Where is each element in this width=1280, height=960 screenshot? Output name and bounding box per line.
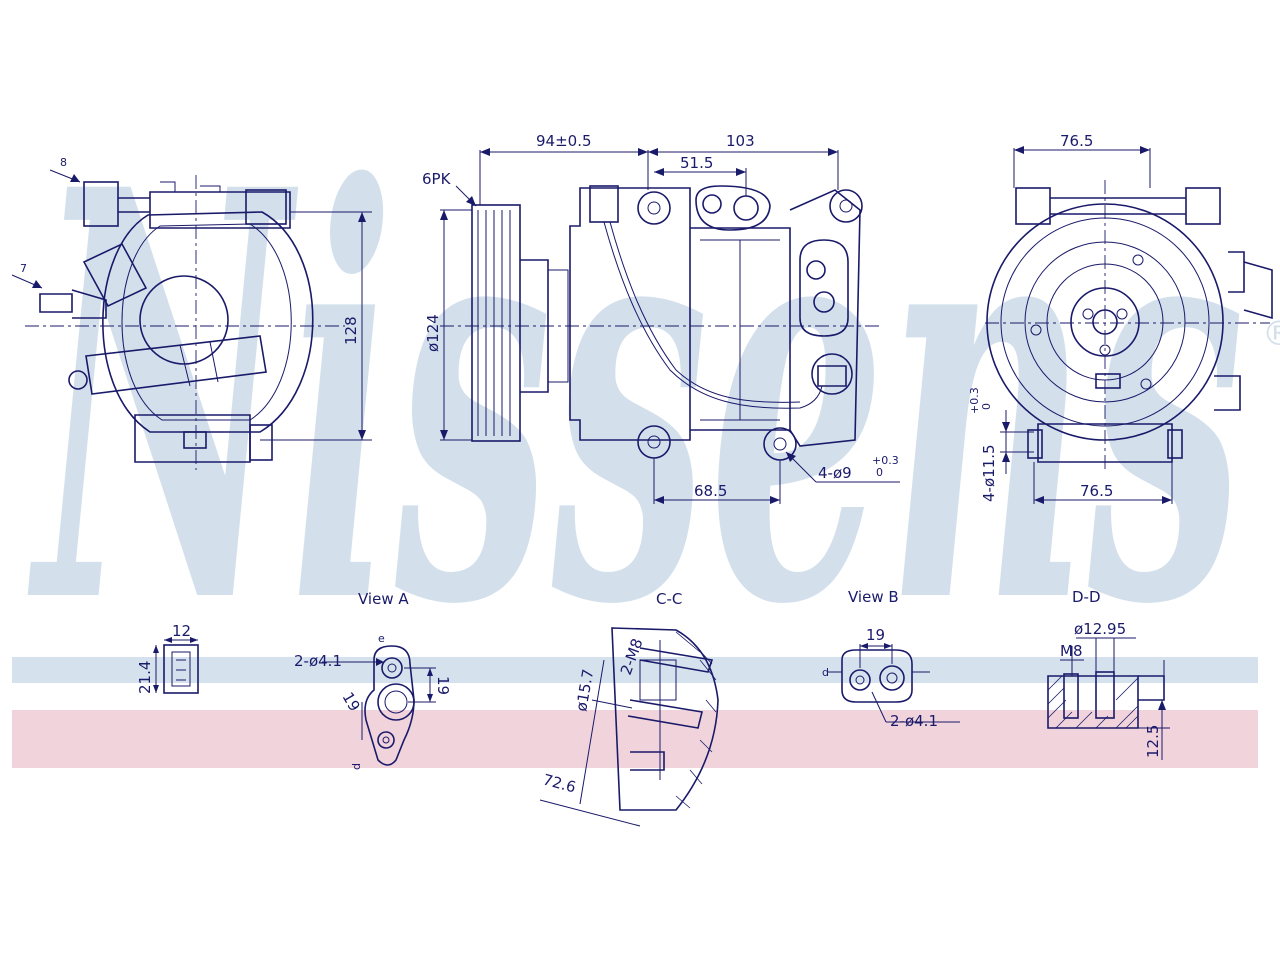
dim-dd-thread: M8: [1060, 642, 1083, 660]
rear-view: 76.5 76.5 4-ø11.5 +0.3 0: [968, 132, 1273, 504]
dim-dd-dia: ø12.95: [1074, 620, 1126, 638]
dim-rear-holes: 4-ø11.5: [980, 444, 998, 502]
dim-conn-height: 21.4: [136, 661, 154, 694]
dim-rear-tol-lo: 0: [980, 403, 993, 410]
dim-va-19a: 19: [434, 676, 452, 695]
section-c-detail: 2-M8 ø15.7 72.6: [539, 627, 719, 827]
dim-mount-tol-hi: +0.3: [872, 454, 899, 467]
dim-cc-thread: 2-M8: [617, 636, 647, 677]
section-d-title: D-D: [1072, 588, 1101, 606]
view-b-title: View B: [848, 588, 899, 606]
dim-va-holes: 2-ø4.1: [294, 652, 342, 670]
dim-conn-width: 12: [172, 622, 191, 640]
mark-8: 8: [60, 156, 67, 169]
side-view: 94±0.5 103 51.5 6PK ø124 68.5: [422, 132, 900, 504]
dim-mount-tol-lo: 0: [876, 466, 883, 479]
dim-cc-len: 72.6: [541, 770, 578, 796]
dim-dd-depth: 12.5: [1144, 725, 1162, 758]
dim-va-d: d: [350, 763, 363, 770]
registered-mark: ®: [1262, 314, 1280, 354]
dim-va-19b: 19: [339, 689, 364, 715]
connector-detail: 12 21.4: [136, 622, 199, 694]
dim-rear-width-top: 76.5: [1060, 132, 1093, 150]
dim-overall-103: 103: [726, 132, 755, 150]
dim-vb-19: 19: [866, 626, 885, 644]
dim-rear-width-bot: 76.5: [1080, 482, 1113, 500]
dim-cc-dia: ø15.7: [572, 668, 597, 713]
section-c-title: C-C: [656, 590, 682, 608]
dim-va-e: e: [378, 632, 385, 645]
dim-ports-51-5: 51.5: [680, 154, 713, 172]
mark-7: 7: [20, 262, 27, 275]
dim-rear-tol-hi: +0.3: [968, 387, 981, 414]
label-6pk: 6PK: [422, 170, 452, 188]
view-a-title: View A: [358, 590, 409, 608]
dim-vb-d: d: [822, 666, 829, 679]
brand-wordmark: Nissens: [26, 70, 1245, 728]
dim-overall-94: 94±0.5: [536, 132, 592, 150]
dim-pulley-dia: ø124: [424, 314, 442, 352]
pink-stripe: [12, 710, 1258, 768]
dim-mount-holes: 4-ø9: [818, 464, 852, 482]
dim-front-height: 128: [342, 316, 360, 345]
blue-stripe: [12, 657, 1258, 683]
front-view: 128 8 7: [11, 156, 372, 470]
section-d-detail: M8 ø12.95 12.5: [1047, 620, 1170, 760]
dim-vb-holes: 2-ø4.1: [890, 712, 938, 730]
dim-mount-68-5: 68.5: [694, 482, 727, 500]
view-b-detail: 19 d 2-ø4.1: [822, 626, 960, 730]
view-a-detail: 2-ø4.1 e 19 19 d: [294, 632, 452, 770]
